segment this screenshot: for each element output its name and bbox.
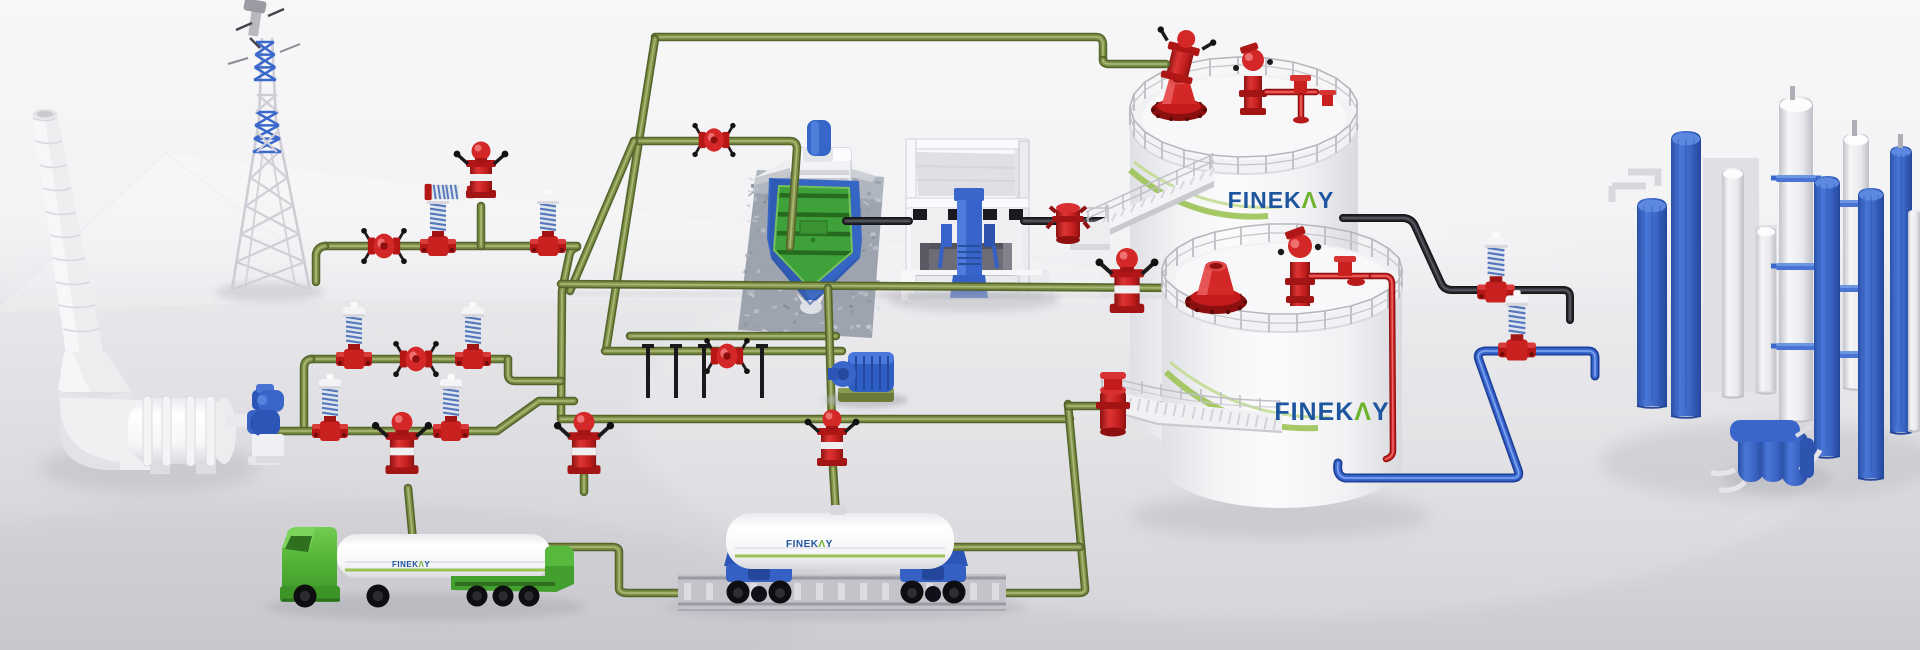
svg-text:FINEKΛY: FINEKΛY <box>786 539 833 550</box>
svg-text:FINEKΛY: FINEKΛY <box>392 560 430 569</box>
svg-text:FINEKΛY: FINEKΛY <box>1228 187 1335 213</box>
svg-text:FINEKΛY: FINEKΛY <box>1274 398 1389 426</box>
